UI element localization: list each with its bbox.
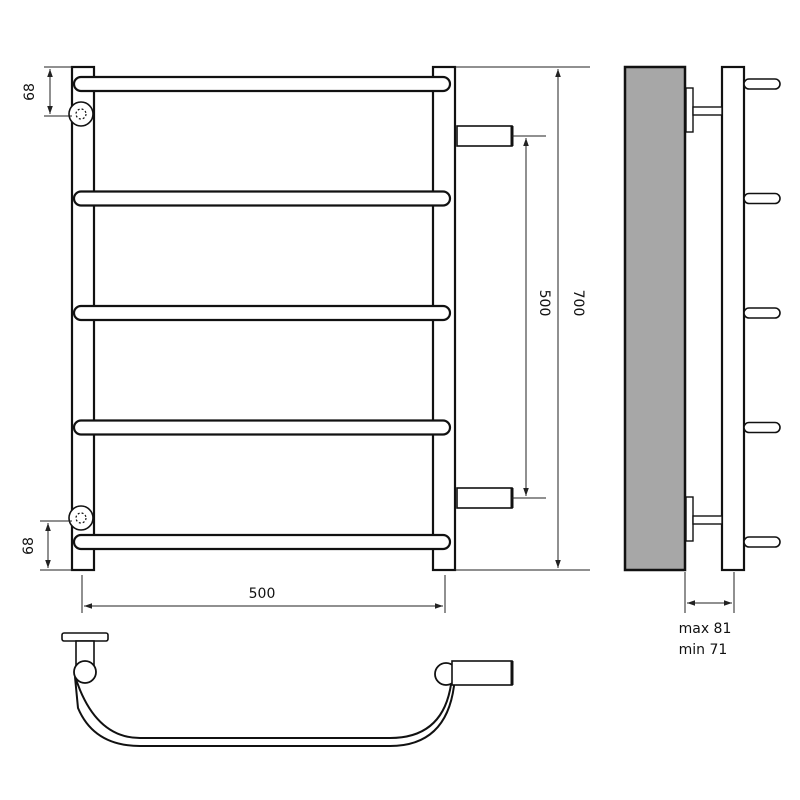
dim-depth-max-label: max 81: [679, 621, 732, 637]
top-view-rail-outline: [76, 678, 452, 742]
dim-total-height-label: 700: [570, 290, 586, 317]
dim-depth-min-label: min 71: [679, 642, 728, 658]
rung: [72, 190, 452, 207]
side-rungs: [743, 78, 781, 548]
dim-width: 500: [81, 575, 446, 613]
side-rung-stub: [743, 421, 781, 434]
dim-top-offset: 68: [22, 66, 72, 117]
bottom-valve: [68, 505, 94, 531]
rung: [72, 304, 452, 322]
top-view-left-joint: [73, 660, 97, 684]
side-bottom-bracket: [685, 496, 723, 542]
top-view-wall-bracket: [451, 660, 513, 686]
bottom-wall-bracket-body: [456, 487, 513, 509]
dim-bottom-offset-label: 68: [21, 537, 37, 555]
top-view: [61, 632, 514, 747]
side-top-bracket: [685, 87, 723, 133]
rung: [72, 75, 452, 93]
front-rungs: [72, 75, 452, 551]
top-view-rail-tube: [74, 667, 455, 747]
side-upright: [720, 65, 746, 572]
wall: [623, 65, 687, 572]
side-rung-stub: [743, 78, 781, 90]
dim-top-offset-label: 68: [22, 83, 38, 101]
dim-center-distance: 500: [512, 135, 552, 499]
side-rung-stub: [743, 536, 781, 548]
top-wall-bracket: [456, 125, 514, 147]
front-view: 68 68 500 500 700: [21, 65, 590, 613]
top-wall-bracket-body: [456, 125, 513, 147]
side-rung-stub: [743, 192, 781, 205]
bottom-wall-bracket: [456, 487, 514, 509]
dim-total-height: 700: [455, 66, 590, 571]
top-view-wall-flange: [61, 632, 109, 642]
dim-depth: max 81 min 71: [679, 572, 735, 658]
top-valve: [68, 101, 94, 127]
side-rung-stub: [743, 307, 781, 319]
rung: [72, 533, 452, 551]
rung: [72, 419, 452, 436]
dim-bottom-offset: 68: [21, 520, 72, 571]
dim-width-label: 500: [249, 586, 276, 602]
dim-center-distance-label: 500: [536, 290, 552, 317]
side-view: max 81 min 71: [623, 65, 781, 658]
